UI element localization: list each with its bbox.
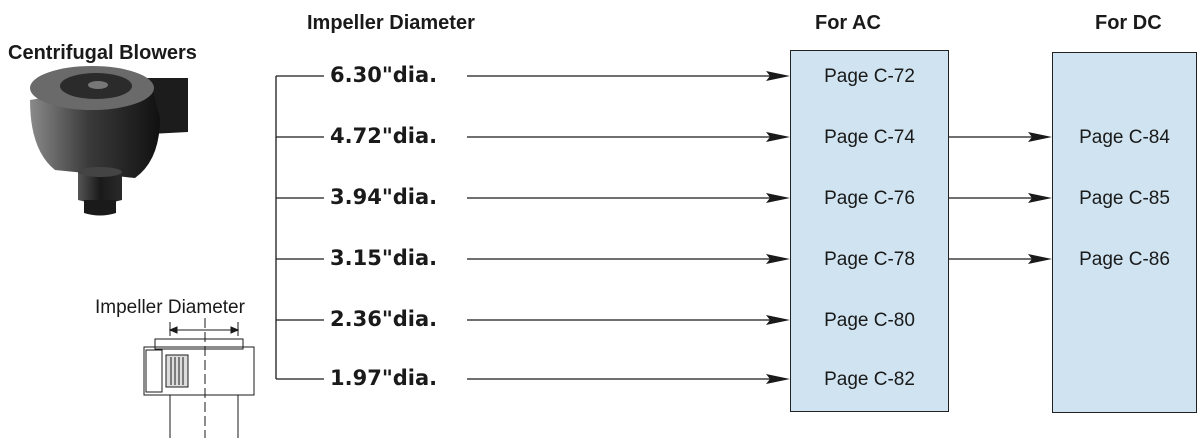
dc-page-link[interactable]: Page C-86 bbox=[1079, 249, 1170, 270]
ac-page-link[interactable]: Page C-74 bbox=[824, 127, 915, 148]
ac-page-link[interactable]: Page C-72 bbox=[824, 66, 915, 87]
ac-page-link[interactable]: Page C-76 bbox=[824, 188, 915, 209]
ac-page-link[interactable]: Page C-82 bbox=[824, 369, 915, 390]
for-dc-header: For DC bbox=[1095, 12, 1162, 34]
diameter-label: 4.72"dia. bbox=[330, 124, 438, 148]
for-ac-header: For AC bbox=[815, 12, 881, 34]
impeller-diameter-header: Impeller Diameter bbox=[307, 12, 475, 34]
centrifugal-blowers-title: Centrifugal Blowers bbox=[8, 42, 197, 64]
diameter-label: 3.94"dia. bbox=[330, 185, 438, 209]
impeller-diameter-side-label: Impeller Diameter bbox=[95, 297, 245, 318]
diameter-label: 2.36"dia. bbox=[330, 307, 438, 331]
ac-pages-box: Page C-72 Page C-74 Page C-76 Page C-78 … bbox=[790, 50, 949, 412]
ac-page-link[interactable]: Page C-78 bbox=[824, 249, 915, 270]
diameter-label: 6.30"dia. bbox=[330, 63, 438, 87]
diameter-label: 1.97"dia. bbox=[330, 366, 438, 390]
dc-page-link[interactable]: Page C-85 bbox=[1079, 188, 1170, 209]
dc-pages-box: Page C-84 Page C-85 Page C-86 bbox=[1052, 52, 1197, 413]
diameter-label: 3.15"dia. bbox=[330, 246, 438, 270]
ac-page-link[interactable]: Page C-80 bbox=[824, 310, 915, 331]
dc-page-link[interactable]: Page C-84 bbox=[1079, 127, 1170, 148]
